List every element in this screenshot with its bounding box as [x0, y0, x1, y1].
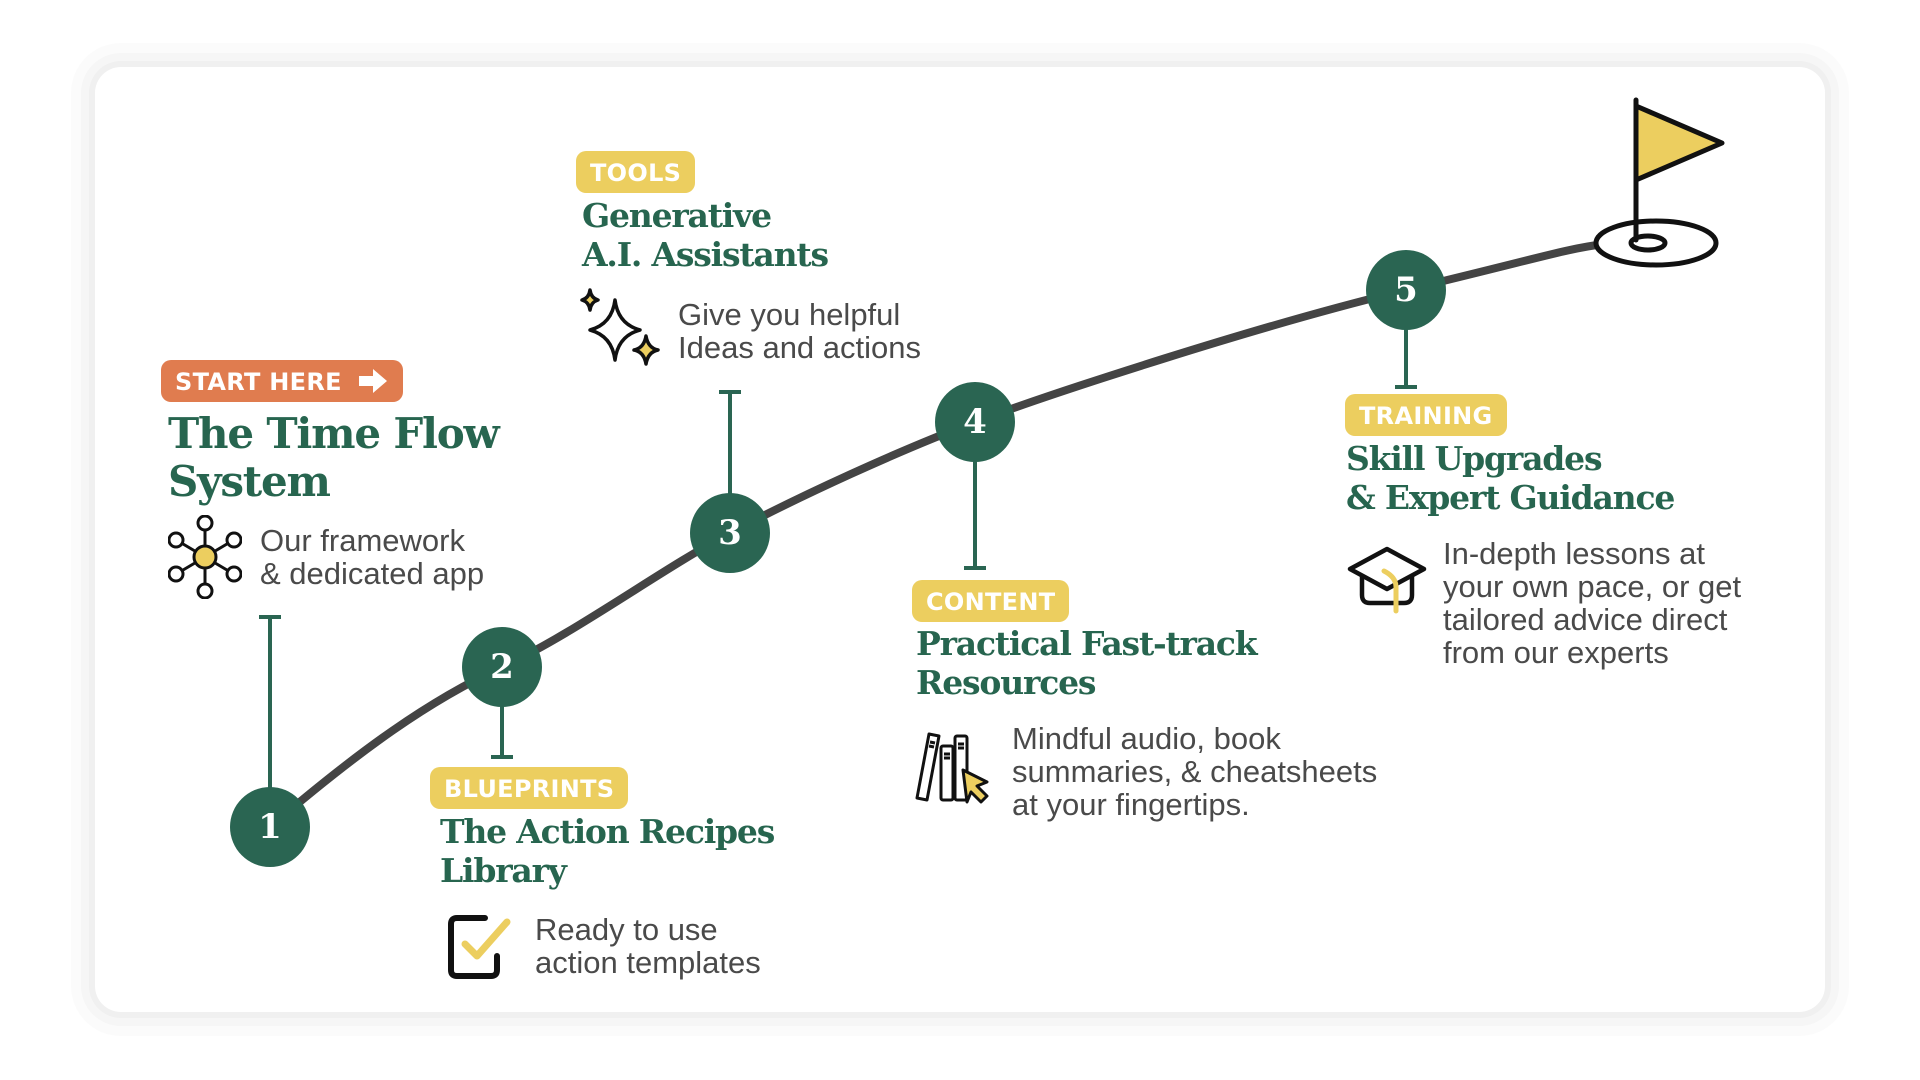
- desc-line: & dedicated app: [260, 556, 485, 591]
- step-node-5[interactable]: 5: [1366, 250, 1446, 330]
- sparkles-icon: [580, 288, 660, 366]
- title-line: Skill Upgrades: [1346, 439, 1603, 478]
- step-5-description: In-depth lessons at your own pace, or ge…: [1443, 537, 1741, 669]
- network-hub-icon: [168, 515, 242, 599]
- step-1-title: The Time Flow System: [168, 409, 500, 506]
- desc-line: In-depth lessons at: [1443, 536, 1705, 571]
- step-2-description: Ready to use action templates: [535, 913, 761, 979]
- desc-line: Ready to use: [535, 912, 718, 947]
- badge-label: START HERE: [175, 368, 342, 396]
- step-node-4[interactable]: 4: [935, 382, 1015, 462]
- books-cursor-icon: [915, 732, 989, 804]
- title-line: & Expert Guidance: [1346, 478, 1675, 517]
- step-2-title: The Action Recipes Library: [440, 812, 775, 890]
- title-line: Library: [440, 851, 567, 890]
- blueprints-badge: BLUEPRINTS: [430, 767, 629, 809]
- start-here-badge: START HERE: [161, 360, 403, 402]
- desc-line: your own pace, or get: [1443, 569, 1742, 604]
- step-node-3[interactable]: 3: [690, 493, 770, 573]
- title-line: Practical Fast-track: [916, 624, 1258, 663]
- desc-line: from our experts: [1443, 635, 1669, 670]
- step-node-2[interactable]: 2: [462, 627, 542, 707]
- tools-badge: TOOLS: [576, 151, 696, 193]
- desc-line: Our framework: [260, 523, 465, 558]
- graduation-cap-icon: [1347, 546, 1427, 614]
- roadmap-card: [95, 67, 1825, 1012]
- title-line: A.I. Assistants: [582, 235, 829, 274]
- content-badge: CONTENT: [912, 580, 1070, 622]
- title-line: Generative: [582, 196, 772, 235]
- golf-flag-icon: [1593, 97, 1725, 268]
- step-1-description: Our framework & dedicated app: [260, 524, 484, 590]
- desc-line: Give you helpful: [678, 297, 901, 332]
- step-4-title: Practical Fast-track Resources: [916, 624, 1258, 702]
- desc-line: action templates: [535, 945, 761, 980]
- desc-line: Mindful audio, book: [1012, 721, 1281, 756]
- step-5-title: Skill Upgrades & Expert Guidance: [1346, 439, 1675, 517]
- step-3-description: Give you helpful Ideas and actions: [678, 298, 921, 364]
- step-4-description: Mindful audio, book summaries, & cheatsh…: [1012, 722, 1377, 821]
- title-line: The Action Recipes: [440, 812, 775, 851]
- title-line: System: [168, 457, 331, 506]
- desc-line: at your fingertips.: [1012, 787, 1250, 822]
- title-line: The Time Flow: [168, 409, 500, 458]
- title-line: Resources: [916, 663, 1096, 702]
- training-badge: TRAINING: [1345, 394, 1507, 436]
- checkbox-check-icon: [448, 915, 511, 979]
- desc-line: summaries, & cheatsheets: [1012, 754, 1378, 789]
- step-node-1[interactable]: 1: [230, 787, 310, 867]
- step-3-title: Generative A.I. Assistants: [582, 196, 829, 274]
- desc-line: tailored advice direct: [1443, 602, 1728, 637]
- arrow-right-icon: [358, 369, 387, 393]
- desc-line: Ideas and actions: [678, 330, 922, 365]
